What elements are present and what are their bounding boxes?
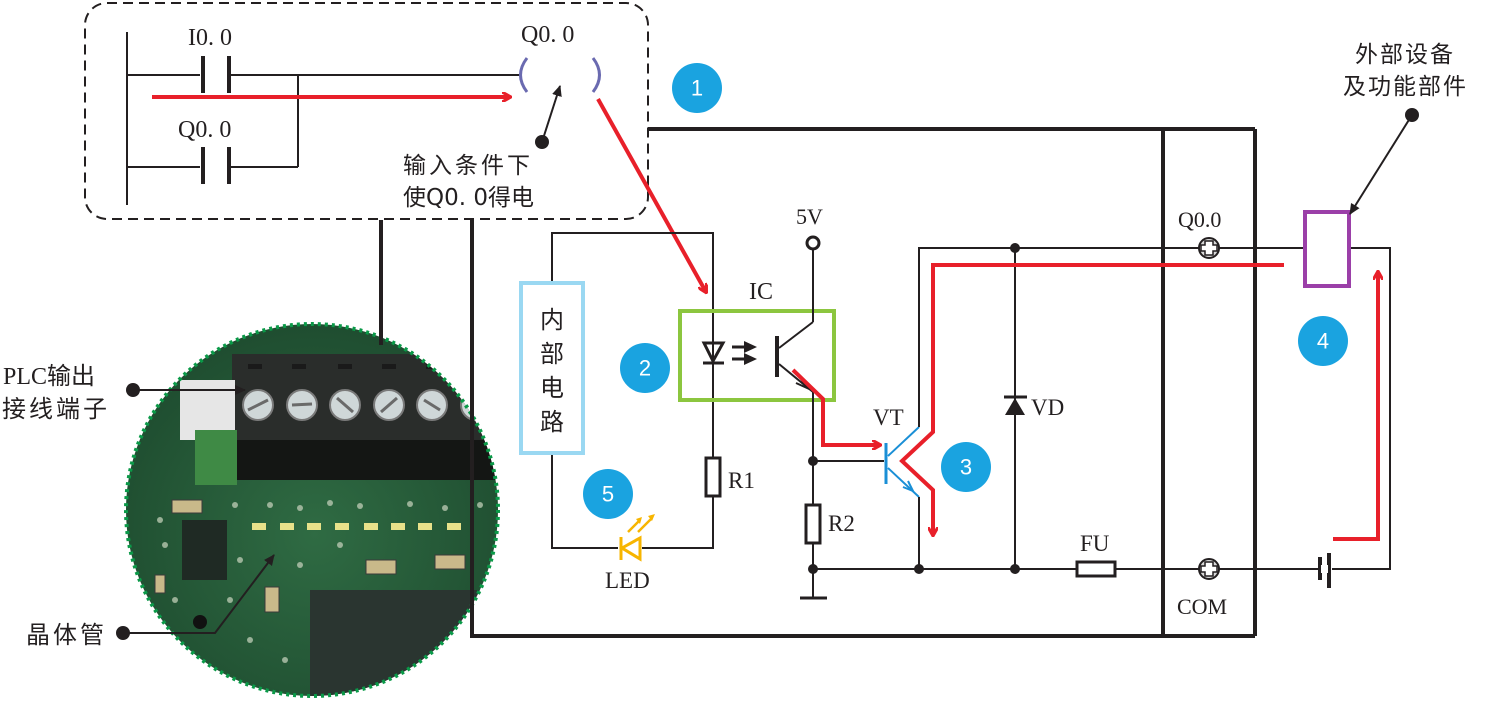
label-5v: 5V bbox=[796, 204, 823, 229]
led-icon bbox=[618, 514, 655, 562]
base-network: R2 bbox=[800, 456, 884, 600]
indicator-circuit: 内 部 电 路 R1 LED bbox=[519, 232, 755, 593]
flow-arrow-coil-to-ic bbox=[596, 98, 706, 292]
plc-output-module bbox=[472, 127, 1257, 638]
external-device-label-line1: 外部设备 bbox=[1355, 42, 1455, 68]
transistor-vt: VT bbox=[873, 405, 920, 498]
label-q0-0-coil: Q0. 0 bbox=[521, 22, 574, 48]
badge-3: 3 bbox=[941, 442, 991, 492]
photo-border bbox=[124, 322, 500, 698]
terminal-q0-0 bbox=[1198, 237, 1220, 259]
callout-terminal-line2: 接线端子 bbox=[2, 395, 110, 423]
label-vd: VD bbox=[1031, 395, 1064, 420]
fuse-fu bbox=[1075, 560, 1117, 578]
external-load bbox=[1303, 210, 1351, 288]
external-device-label-line2: 及功能部件 bbox=[1343, 74, 1468, 100]
label-led: LED bbox=[605, 568, 650, 593]
coil-q0-0-right bbox=[591, 57, 601, 93]
internal-circuit-char-2: 部 bbox=[540, 340, 564, 368]
badge-2: 2 bbox=[620, 343, 670, 393]
coil-q0-0-left bbox=[519, 57, 529, 93]
label-q0-0-hold: Q0. 0 bbox=[178, 117, 231, 143]
resistor-r2 bbox=[804, 503, 822, 545]
flow-arrow-ic-to-vt bbox=[791, 368, 880, 445]
supply-terminal-5v bbox=[805, 235, 821, 251]
svg-text:2: 2 bbox=[639, 356, 651, 381]
callout-energize-line2: 使Q0. 0得电 bbox=[403, 185, 534, 211]
label-i0-0: I0. 0 bbox=[188, 25, 232, 51]
ladder-diagram: I0. 0 Q0. 0 Q0. 0 输入条件下 使Q0. 0得电 bbox=[126, 22, 601, 211]
callout-terminal-line1: PLC输出 bbox=[3, 363, 95, 390]
svg-text:1: 1 bbox=[691, 76, 703, 101]
ladder-logic-box bbox=[84, 2, 649, 220]
optocoupler-ic: IC 5V bbox=[678, 204, 836, 598]
label-terminal-q0-0: Q0.0 bbox=[1178, 207, 1221, 232]
badge-1: 1 bbox=[672, 63, 722, 113]
badge-5: 5 bbox=[583, 469, 633, 519]
resistor-r1 bbox=[704, 456, 722, 498]
label-vt: VT bbox=[873, 405, 904, 430]
badge-4: 4 bbox=[1298, 316, 1348, 366]
svg-text:5: 5 bbox=[602, 482, 614, 507]
external-device-callout bbox=[1349, 114, 1413, 215]
diode-vd: VD bbox=[1004, 248, 1064, 569]
transistor-callout-arrow bbox=[123, 554, 275, 634]
callout-energize-line1: 输入条件下 bbox=[403, 153, 533, 179]
flow-arrow-external-loop bbox=[1333, 272, 1378, 541]
wire-collector-to-load bbox=[918, 247, 1391, 570]
dc-supply-battery bbox=[1318, 553, 1331, 588]
label-r1: R1 bbox=[728, 468, 755, 493]
internal-circuit-char-3: 电 bbox=[540, 374, 564, 402]
pcb-photo-inset bbox=[124, 322, 500, 698]
terminal-com bbox=[1198, 558, 1220, 580]
label-fu: FU bbox=[1080, 531, 1110, 556]
optocoupler-box bbox=[678, 309, 836, 402]
internal-circuit-box bbox=[519, 281, 585, 455]
svg-text:4: 4 bbox=[1317, 329, 1329, 354]
label-ic: IC bbox=[749, 279, 773, 305]
callout-transistor: 晶体管 bbox=[26, 621, 107, 649]
label-terminal-com: COM bbox=[1177, 594, 1227, 619]
internal-circuit-char-4: 路 bbox=[540, 408, 564, 436]
svg-text:3: 3 bbox=[960, 455, 972, 480]
label-r2: R2 bbox=[828, 511, 855, 536]
internal-circuit-char-1: 内 bbox=[540, 306, 564, 334]
flow-arrow-through-vt bbox=[899, 263, 1284, 535]
